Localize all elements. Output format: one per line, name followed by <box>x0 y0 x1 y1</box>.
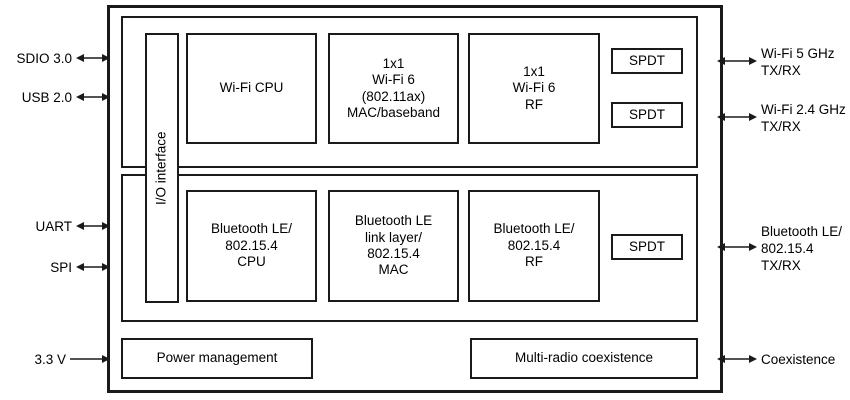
bluetooth-cpu-label: Bluetooth LE/ 802.15.4 CPU <box>210 221 293 270</box>
spdt-switch-wifi-5ghz[interactable]: SPDT <box>611 48 683 74</box>
bluetooth-link-layer-mac-block[interactable]: Bluetooth LE link layer/ 802.15.4 MAC <box>328 190 459 302</box>
spdt-switch-wifi-24ghz[interactable]: SPDT <box>611 102 683 128</box>
connector-usb <box>76 89 110 105</box>
wifi-rf-label: 1x1 Wi-Fi 6 RF <box>512 63 556 112</box>
spdt-switch-bluetooth[interactable]: SPDT <box>611 234 683 260</box>
connector-wifi-5ghz <box>717 53 757 69</box>
port-label-sdio: SDIO 3.0 <box>16 51 72 66</box>
wifi-mac-baseband-label: 1x1 Wi-Fi 6 (802.11ax) MAC/baseband <box>346 55 441 120</box>
connector-sdio <box>76 50 110 66</box>
multi-radio-coexistence-label: Multi-radio coexistence <box>514 350 654 366</box>
multi-radio-coexistence-block[interactable]: Multi-radio coexistence <box>470 338 698 379</box>
port-label-coexistence: Coexistence <box>761 352 836 367</box>
wifi-rf-block[interactable]: 1x1 Wi-Fi 6 RF <box>468 33 600 144</box>
power-management-block[interactable]: Power management <box>121 338 313 379</box>
port-label-vdd: 3.3 V <box>34 352 66 367</box>
bluetooth-rf-block[interactable]: Bluetooth LE/ 802.15.4 RF <box>468 190 600 302</box>
spdt-wifi-5ghz-label: SPDT <box>628 52 665 68</box>
spdt-wifi-24ghz-label: SPDT <box>628 106 665 122</box>
connector-uart <box>76 218 110 234</box>
bluetooth-link-layer-mac-label: Bluetooth LE link layer/ 802.15.4 MAC <box>354 213 433 278</box>
port-label-wifi-24ghz: Wi-Fi 2.4 GHz TX/RX <box>761 102 846 134</box>
wifi-cpu-block[interactable]: Wi-Fi CPU <box>186 33 317 144</box>
port-label-uart: UART <box>35 219 72 234</box>
port-label-spi: SPI <box>50 260 72 275</box>
spdt-bluetooth-label: SPDT <box>628 238 665 254</box>
connector-coexistence <box>717 351 757 367</box>
connector-vdd <box>70 351 110 367</box>
wifi-mac-baseband-block[interactable]: 1x1 Wi-Fi 6 (802.11ax) MAC/baseband <box>328 33 459 144</box>
wifi-cpu-label: Wi-Fi CPU <box>219 80 284 96</box>
bluetooth-cpu-block[interactable]: Bluetooth LE/ 802.15.4 CPU <box>186 190 317 302</box>
port-label-wifi-5ghz: Wi-Fi 5 GHz TX/RX <box>761 46 835 78</box>
port-label-bluetooth-rf: Bluetooth LE/ 802.15.4 TX/RX <box>761 224 843 273</box>
connector-spi <box>76 259 110 275</box>
io-interface-block[interactable]: I/O interface <box>145 33 179 303</box>
io-interface-label: I/O interface <box>153 131 169 205</box>
power-management-label: Power management <box>156 350 278 366</box>
bluetooth-rf-label: Bluetooth LE/ 802.15.4 RF <box>493 221 575 270</box>
port-label-usb: USB 2.0 <box>21 90 72 105</box>
connector-wifi-24ghz <box>717 109 757 125</box>
connector-bluetooth-rf <box>717 239 757 255</box>
